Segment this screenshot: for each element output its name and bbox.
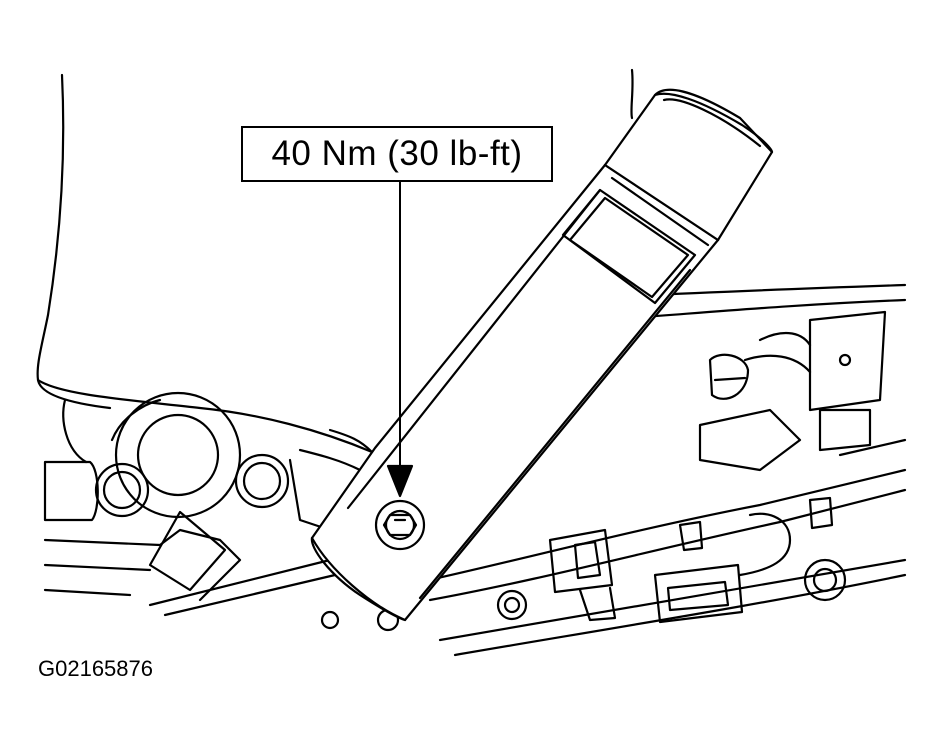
seat-belt-buckle xyxy=(310,88,774,622)
seat-cushion xyxy=(36,68,634,454)
figure-id-label: G02165876 xyxy=(38,656,153,681)
wiring-harness xyxy=(320,496,847,632)
right-bracket xyxy=(698,310,907,472)
floor-rail xyxy=(148,283,907,657)
torque-callout-label: 40 Nm (30 lb-ft) xyxy=(241,126,553,182)
seat-track-mechanism xyxy=(43,391,362,602)
callout-leader-arrow xyxy=(386,179,414,498)
